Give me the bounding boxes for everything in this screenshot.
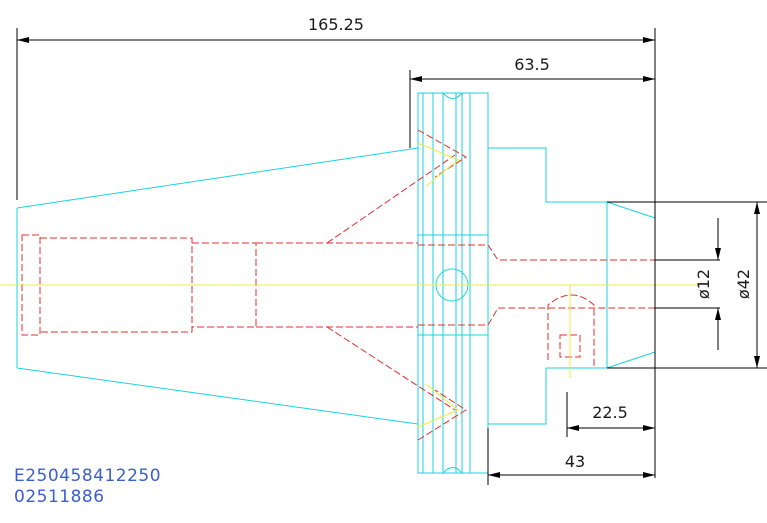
dim-shank-diameter: ø42 xyxy=(734,269,753,299)
dim-overall-length: 165.25 xyxy=(308,15,364,34)
flange-outline xyxy=(417,92,489,474)
dim-offset-length: 22.5 xyxy=(592,403,628,422)
shank-outline xyxy=(488,147,656,425)
dim-bore-diameter: ø12 xyxy=(694,269,713,299)
dimension-lines xyxy=(16,28,767,485)
dim-flange-length: 63.5 xyxy=(514,55,550,74)
dim-shank-length: 43 xyxy=(565,452,585,471)
drawing-code-line-2: 02511886 xyxy=(14,487,105,507)
drawing-code-line-1: E250458412250 xyxy=(14,466,162,486)
taper-outline xyxy=(16,147,419,425)
center-lines xyxy=(0,142,700,428)
